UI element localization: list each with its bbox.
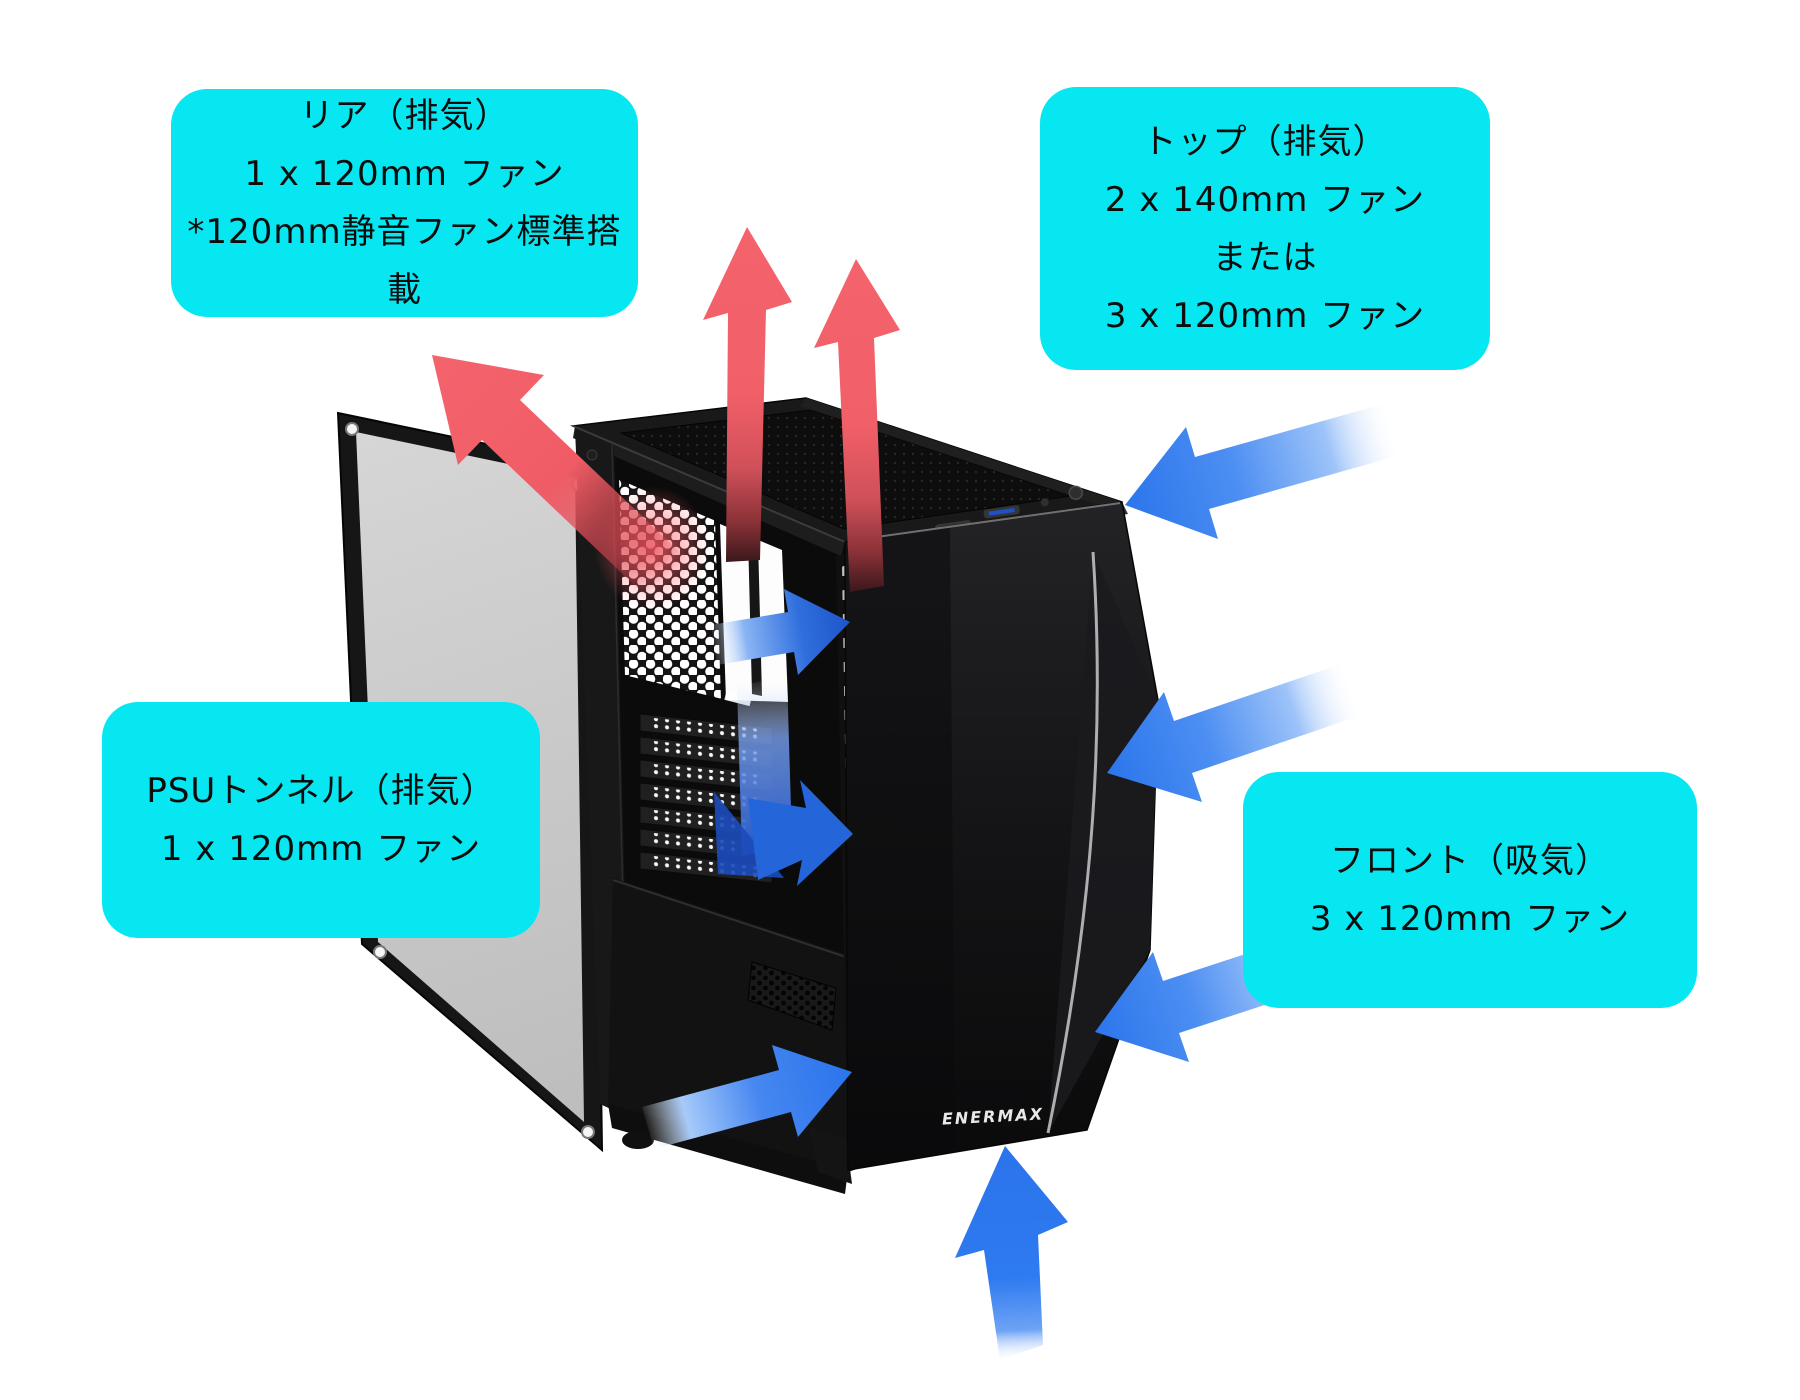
label-psu-tunnel-exhaust: PSUトンネル（排気） 1 x 120mm ファン	[102, 702, 540, 938]
case-foot-rear	[622, 1131, 654, 1149]
top-exhaust-arrow-2	[814, 259, 900, 592]
label-line: *120mm静音ファン標準搭載	[187, 212, 622, 310]
psu-tunnel-intake-arrow	[642, 1045, 852, 1149]
roof-near-edge	[572, 425, 846, 543]
case-interior-top-lip	[573, 426, 845, 556]
label-line: または	[1212, 237, 1318, 278]
internal-flow-arrow-top	[711, 589, 850, 675]
internal-flow-arrow-elbow	[748, 780, 853, 886]
label-line: 2 x 140mm ファン	[1104, 179, 1426, 220]
rear-exhaust-arrow	[432, 355, 686, 598]
label-line: 3 x 120mm ファン	[1309, 899, 1631, 939]
label-line: トップ（排気）	[1142, 121, 1388, 162]
thumbscrew-icon	[586, 449, 598, 461]
front-intake-arrow-top	[1125, 404, 1397, 539]
case-foot-front	[808, 1126, 852, 1184]
bottom-intake-arrow	[955, 1146, 1068, 1360]
front-panel-shadow	[845, 527, 955, 1170]
front-trim-silver	[1046, 551, 1099, 1134]
top-exhaust-arrow-1	[703, 227, 792, 562]
psu-shroud-vent	[747, 961, 837, 1031]
label-line: 3 x 120mm ファン	[1104, 295, 1426, 336]
label-line: リア（排気）	[299, 96, 510, 136]
roof-far-strip	[800, 398, 1122, 510]
label-top-exhaust: トップ（排気） 2 x 140mm ファン または 3 x 120mm ファン	[1040, 87, 1490, 370]
label-line: 1 x 120mm ファン	[160, 829, 482, 869]
front-intake-arrow-middle	[1107, 664, 1359, 802]
label-rear-exhaust: リア（排気） 1 x 120mm ファン *120mm静音ファン標準搭載	[171, 89, 638, 317]
psu-shroud-edge	[612, 879, 847, 958]
label-line: PSUトンネル（排気）	[146, 771, 496, 811]
label-line: フロント（吸気）	[1330, 841, 1610, 881]
front-bevel	[1048, 552, 1158, 1133]
power-button-icon	[1068, 485, 1084, 501]
front-top-trim	[847, 502, 1121, 542]
usb3-port-tongue	[988, 508, 1015, 516]
reset-button-icon	[1040, 498, 1049, 507]
label-front-intake: フロント（吸気） 3 x 120mm ファン	[1243, 772, 1697, 1008]
label-line: 1 x 120mm ファン	[244, 154, 565, 194]
